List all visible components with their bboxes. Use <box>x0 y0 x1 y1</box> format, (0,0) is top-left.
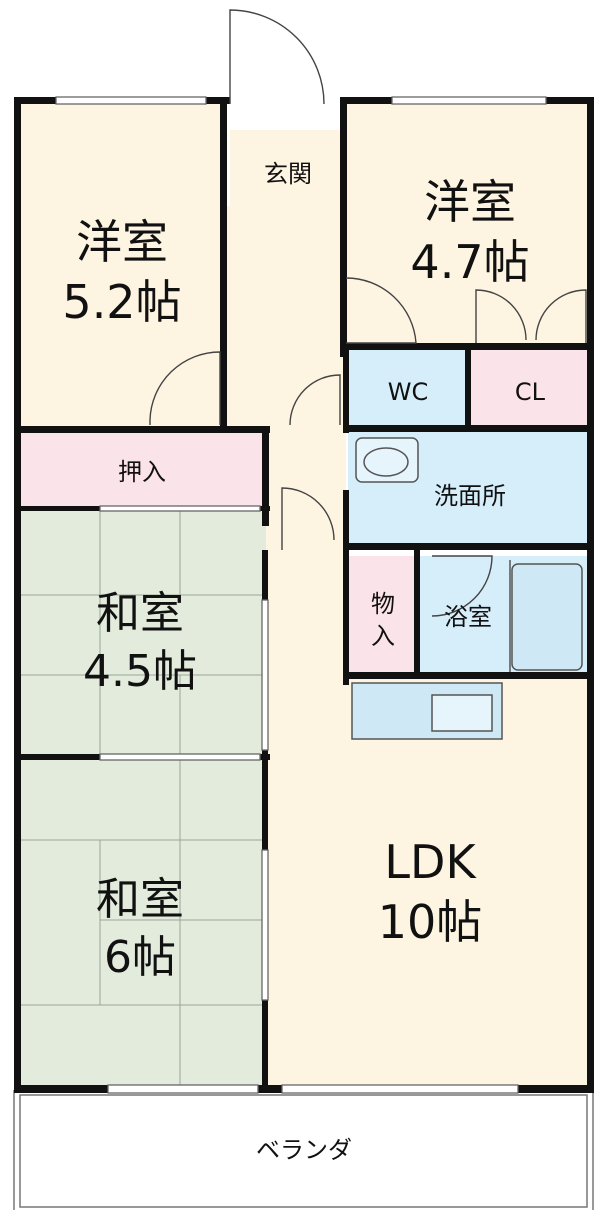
room-genkan <box>230 130 346 206</box>
doors <box>149 9 587 617</box>
room-yoshitsu-4-7 <box>346 103 587 348</box>
oshiire-label: 押入 <box>118 458 166 486</box>
room-yoshitsu-5-2 <box>20 103 224 430</box>
room-monoire <box>348 556 414 676</box>
genkan-label: 玄関 <box>264 160 312 188</box>
room-oshiire <box>20 432 266 508</box>
yokushitsu-label: 浴室 <box>444 603 492 631</box>
sink-icon <box>431 694 493 732</box>
washitsu-4-5-size: 4.5帖 <box>83 646 197 697</box>
cl-label: CL <box>515 378 546 406</box>
balcony <box>19 1094 588 1208</box>
bathtub-icon <box>511 563 583 671</box>
ldk-size: 10帖 <box>378 895 483 949</box>
yoshitsu-5-2-name: 洋室 <box>76 215 168 269</box>
washitsu-4-5-name: 和室 <box>96 588 184 639</box>
room-washitsu-6 <box>20 760 266 1085</box>
room-wc <box>348 350 468 428</box>
tatami-lines <box>20 510 266 1085</box>
room-cl <box>470 350 587 428</box>
windows <box>55 96 547 1094</box>
monoire-label-1: 物 <box>371 590 395 618</box>
balcony-label: ベランダ <box>256 1136 352 1164</box>
senmenjo-label: 洗面所 <box>434 482 506 510</box>
yoshitsu-4-7-size: 4.7帖 <box>410 235 529 289</box>
monoire-label-2: 入 <box>371 622 395 650</box>
washitsu-6-size: 6帖 <box>104 932 176 983</box>
ldk-name: LDK <box>384 835 477 889</box>
room-washitsu-4-5 <box>20 510 266 758</box>
wc-label: WC <box>388 378 429 406</box>
yoshitsu-5-2-size: 5.2帖 <box>62 275 181 329</box>
washitsu-6-name: 和室 <box>96 874 184 925</box>
yoshitsu-4-7-name: 洋室 <box>424 175 516 229</box>
